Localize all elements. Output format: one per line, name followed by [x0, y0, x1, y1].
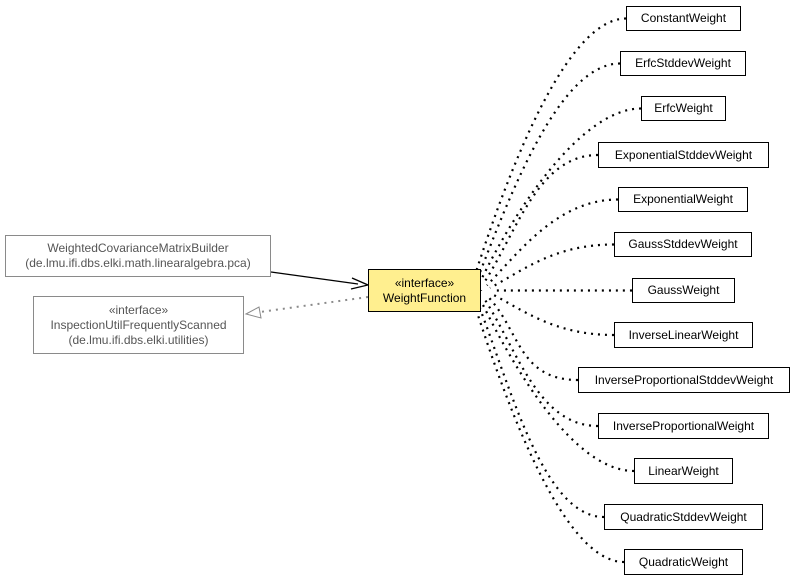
erfc-weight-class[interactable]: ErfcWeight: [641, 96, 726, 121]
weight-function-stereotype: «interface»: [394, 275, 455, 290]
builder-package: (de.lmu.ifi.dbs.elki.math.linearalgebra.…: [25, 256, 251, 270]
realization-edge-inverse-linear-weight: [489, 292, 615, 337]
class-name: GaussWeight: [647, 283, 720, 297]
linear-weight-class[interactable]: LinearWeight: [634, 458, 733, 484]
realization-edge-exponential-stddev-weight: [483, 153, 599, 284]
weight-function-name: WeightFunction: [382, 290, 467, 305]
realization-edge-linear-weight: [480, 300, 635, 473]
class-name: QuadraticStddevWeight: [620, 509, 747, 524]
realization-arrowhead-scanned: [244, 306, 262, 319]
class-name: InverseLinearWeight: [628, 327, 739, 342]
inspection-util-frequently-scanned-interface[interactable]: «interface» InspectionUtilFrequentlyScan…: [33, 296, 244, 354]
class-name: InverseProportionalWeight: [612, 418, 755, 433]
inverse-proportional-stddev-weight-class[interactable]: InverseProportionalStddevWeight: [578, 367, 790, 393]
constant-weight-class[interactable]: ConstantWeight: [626, 6, 741, 31]
class-name: QuadraticWeight: [638, 554, 729, 569]
gauss-weight-class[interactable]: GaussWeight: [632, 278, 735, 303]
exponential-weight-class[interactable]: ExponentialWeight: [618, 187, 748, 212]
erfc-stddev-weight-class[interactable]: ErfcStddevWeight: [620, 51, 746, 76]
class-name: ExponentialWeight: [633, 192, 733, 206]
class-name: InverseProportionalStddevWeight: [594, 372, 774, 387]
gauss-stddev-weight-class[interactable]: GaussStddevWeight: [614, 232, 752, 257]
association-line: [270, 271, 359, 285]
realization-edge-gauss-stddev-weight: [489, 243, 615, 289]
scanned-package: (de.lmu.ifi.dbs.elki.utilities): [68, 332, 209, 347]
scanned-stereotype: «interface»: [108, 302, 169, 317]
scanned-name: InspectionUtilFrequentlyScanned: [50, 317, 227, 332]
inverse-proportional-weight-class[interactable]: InverseProportionalWeight: [598, 413, 769, 439]
builder-name: WeightedCovarianceMatrixBuilder: [47, 241, 229, 255]
inverse-linear-weight-class[interactable]: InverseLinearWeight: [614, 322, 753, 348]
class-name: ConstantWeight: [640, 11, 727, 25]
weight-function-interface[interactable]: «interface» WeightFunction: [368, 269, 481, 312]
class-name: ErfcStddevWeight: [635, 56, 731, 70]
exponential-stddev-weight-class[interactable]: ExponentialStddevWeight: [598, 142, 769, 168]
weighted-covariance-matrix-builder-class[interactable]: WeightedCovarianceMatrixBuilder (de.lmu.…: [5, 235, 271, 277]
realization-edge-inverse-proportional-weight: [483, 297, 599, 428]
class-name: GaussStddevWeight: [628, 237, 738, 251]
quadratic-stddev-weight-class[interactable]: QuadraticStddevWeight: [604, 504, 763, 530]
class-name: ExponentialStddevWeight: [614, 147, 753, 162]
class-name: ErfcWeight: [654, 101, 713, 115]
quadratic-weight-class[interactable]: QuadraticWeight: [624, 549, 743, 575]
class-name: LinearWeight: [648, 463, 719, 478]
realization-edge-quadratic-stddev-weight: [476, 303, 605, 519]
